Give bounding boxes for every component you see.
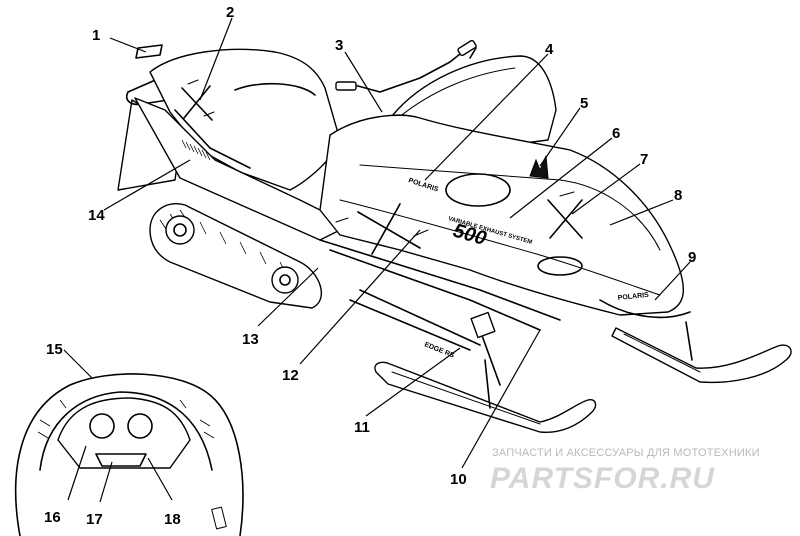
hood-underside-inset [14,373,244,536]
callout-15: 15 [46,341,63,358]
flame-decal [529,155,549,179]
callout-8: 8 [674,187,682,204]
callout-numbers: 1 2 3 4 5 6 7 8 9 10 11 12 13 14 15 16 1… [44,4,696,528]
watermark: ЗАПЧАСТИ И АКСЕССУАРЫ ДЛЯ МОТОТЕХНИКИ PA… [490,447,760,495]
ski-decal: EDGE RS [423,341,455,359]
rear-idler-wheel [165,215,195,245]
callout-9: 9 [688,249,696,266]
callout-4: 4 [545,41,554,58]
callout-18: 18 [164,511,181,528]
callout-17: 17 [86,511,103,528]
callout-6: 6 [612,125,620,142]
hood [319,114,685,316]
callout-2: 2 [226,4,234,21]
callout-3: 3 [335,37,343,54]
front-bumper [599,299,691,319]
watermark-tagline: ЗАПЧАСТИ И АКСЕССУАРЫ ДЛЯ МОТОТЕХНИКИ [492,447,760,459]
headlight [445,173,511,207]
callout-1: 1 [92,27,100,44]
callout-13: 13 [242,331,259,348]
watermark-logo: PARTSFOR.RU [490,462,715,495]
x-decal-rear [181,79,215,121]
left-ski [374,361,597,433]
nose-brand-decal: POLARIS [617,292,649,302]
leader-lines [63,17,691,503]
seat [149,48,341,191]
x-decal-hood [547,191,583,239]
callout-11: 11 [354,419,370,436]
front-suspension [349,289,501,386]
snowmobile-illustration: POLARIS VARIABLE EXHAUST SYSTEM 500 POLA… [14,39,792,536]
callout-12: 12 [282,367,299,384]
callout-14: 14 [88,207,105,224]
callout-5: 5 [580,95,588,112]
right-ski [611,327,792,384]
callout-10: 10 [450,471,467,488]
callout-16: 16 [44,509,61,526]
callout-7: 7 [640,151,648,168]
mid-idler-wheel [271,266,299,294]
small-decal-1 [135,44,163,59]
